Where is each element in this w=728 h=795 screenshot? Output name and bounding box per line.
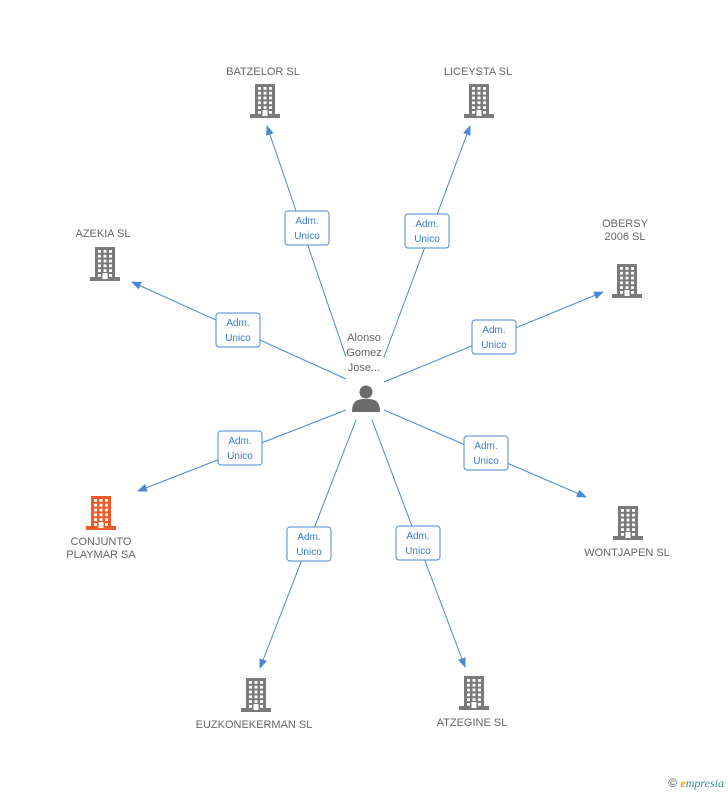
footer-credit: © empresia [668, 776, 724, 791]
person-icon[interactable] [352, 385, 380, 413]
role-badge-text: Adm. [415, 219, 438, 230]
copyright-icon: © [668, 776, 678, 790]
building-icon[interactable] [612, 264, 642, 298]
brand-logo[interactable]: empresia [680, 776, 724, 790]
role-badge-text: Unico [414, 234, 440, 245]
building-icon[interactable] [613, 506, 643, 540]
role-badge-text: Adm. [226, 318, 249, 329]
role-badge-text: Unico [227, 451, 253, 462]
role-badge-text: Adm. [482, 325, 505, 336]
building-icon[interactable] [90, 247, 120, 281]
role-badge-text: Unico [225, 333, 251, 344]
role-badge-text: Adm. [295, 216, 318, 227]
person-name-label[interactable]: Jose... [348, 362, 380, 374]
role-badge: Adm. Unico [471, 319, 517, 355]
role-badge: Adm. Unico [284, 210, 330, 246]
nodes-layer: BATZELOR SL LICEYSTA SL AZEKIA SL OBERSY200… [66, 66, 670, 731]
edge-labels-layer: Adm.UnicoAdm.UnicoAdm.UnicoAdm.UnicoAdm.… [215, 210, 517, 562]
role-badge: Adm. Unico [463, 435, 509, 471]
center-person-node[interactable]: AlonsoGomezJose... [346, 332, 382, 413]
role-badge-text: Unico [473, 456, 499, 467]
company-label-conjunto[interactable]: CONJUNTO [71, 536, 132, 548]
company-label-atzegine[interactable]: ATZEGINE SL [437, 717, 508, 729]
role-badge: Adm. Unico [215, 312, 261, 348]
building-icon[interactable] [464, 84, 494, 118]
role-badge-text: Unico [296, 547, 322, 558]
role-badge-text: Unico [294, 231, 320, 242]
person-name-label[interactable]: Gomez [346, 347, 381, 359]
role-badge: Adm. Unico [395, 525, 441, 561]
role-badge: Adm. Unico [286, 526, 332, 562]
company-label-azekia[interactable]: AZEKIA SL [75, 228, 130, 240]
company-label-obersy[interactable]: 2006 SL [605, 231, 646, 243]
building-icon[interactable] [241, 678, 271, 712]
person-name-label[interactable]: Alonso [347, 332, 381, 344]
company-label-batzelor[interactable]: BATZELOR SL [226, 66, 300, 78]
building-icon[interactable] [86, 496, 116, 530]
role-badge: Adm. Unico [217, 430, 263, 466]
company-label-euzkonekerman[interactable]: EUZKONEKERMAN SL [196, 719, 313, 731]
role-badge-text: Adm. [228, 436, 251, 447]
building-icon[interactable] [459, 676, 489, 710]
building-icon[interactable] [250, 84, 280, 118]
company-label-wontjapen[interactable]: WONTJAPEN SL [584, 547, 670, 559]
role-badge-text: Adm. [297, 532, 320, 543]
company-label-liceysta[interactable]: LICEYSTA SL [444, 66, 512, 78]
role-badge-text: Unico [405, 546, 431, 557]
role-badge-text: Unico [481, 340, 507, 351]
role-badge-text: Adm. [406, 531, 429, 542]
company-label-conjunto[interactable]: PLAYMAR SA [66, 549, 136, 561]
role-badge: Adm. Unico [404, 213, 450, 249]
role-badge-text: Adm. [474, 441, 497, 452]
company-label-obersy[interactable]: OBERSY [602, 218, 649, 230]
